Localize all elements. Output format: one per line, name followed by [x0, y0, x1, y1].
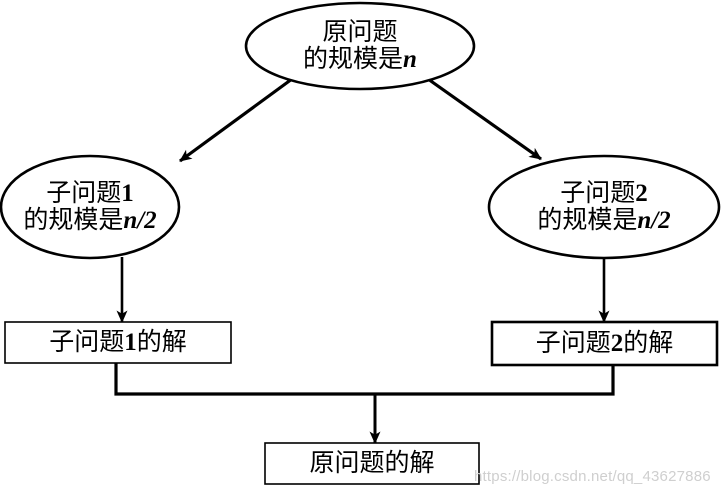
edge-solution-1-to-merge-bus	[114, 363, 375, 396]
node-solution-2[interactable]	[490, 320, 719, 367]
node-subproblem-1[interactable]	[0, 154, 181, 260]
edge-root-to-subproblem-1	[179, 77, 293, 163]
watermark-url: https://blog.csdn.net/qq_43627886	[474, 468, 711, 485]
node-subproblem-2[interactable]	[487, 154, 721, 260]
node-solution-1[interactable]	[4, 321, 232, 364]
edge-root-to-subproblem-2	[427, 77, 542, 161]
edge-solution-2-to-merge-bus	[375, 365, 615, 396]
node-final-solution[interactable]	[264, 442, 480, 485]
node-root-problem[interactable]	[244, 1, 476, 91]
